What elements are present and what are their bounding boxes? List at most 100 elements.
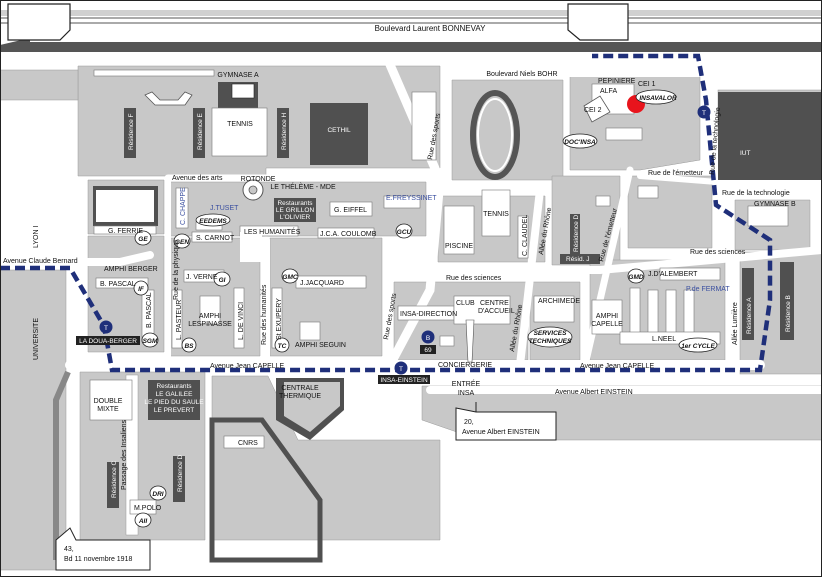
- label-l-pasteur: L. PASTEUR: [176, 300, 183, 340]
- badge-services-tech[interactable]: [527, 326, 573, 348]
- label-b-pascal: B. PASCAL: [100, 281, 136, 288]
- label-residence-f: Résidence F: [128, 113, 135, 150]
- badge-first-cycle[interactable]: [678, 337, 718, 353]
- ferrie-label-bar: [93, 225, 157, 235]
- label-j-tuset: J.TUSET: [210, 205, 239, 212]
- label-bd-bonnevay: Boulevard Laurent BONNEVAY: [375, 24, 487, 33]
- label-residence-e: Résidence E: [197, 112, 204, 150]
- badge-insavalor[interactable]: [635, 89, 677, 105]
- label-rue-technologie-h: Rue de la technologie: [722, 190, 790, 197]
- tram-icon: [394, 361, 408, 375]
- label-centrale-2: THERMIQUE: [279, 393, 321, 400]
- tram-stop-technologie[interactable]: T: [697, 105, 711, 119]
- block-jacquard: [269, 237, 383, 357]
- label-l-neel: L.NEEL: [652, 336, 676, 343]
- address-einstein-street: Avenue Albert EINSTEIN: [462, 429, 540, 436]
- label-cei1: CEI 1: [638, 81, 656, 88]
- tennis-mid: [481, 189, 511, 237]
- restaurants-1-bldg: [274, 198, 316, 222]
- badge-dri[interactable]: [149, 485, 167, 501]
- label-cethil: CETHIL: [327, 127, 351, 134]
- bus-stop-69[interactable]: B 69: [420, 330, 436, 355]
- jacquard: [295, 275, 367, 289]
- services-tech-text-2: TECHNIQUES: [529, 338, 572, 345]
- insavalor-text: INSAVALOR: [639, 95, 677, 102]
- carnot: [191, 231, 233, 243]
- pasteur: [171, 289, 183, 349]
- label-s-carnot: S. CARNOT: [196, 235, 235, 242]
- label-alfa: ALFA: [600, 88, 617, 95]
- tennis-top: [211, 107, 268, 157]
- badge-doc-insa[interactable]: [562, 133, 598, 149]
- label-rotonde: ROTONDE: [241, 176, 276, 183]
- badge-gi[interactable]: [213, 271, 231, 287]
- iut-dark-bldg: [718, 92, 822, 180]
- rotonde-inner: [248, 185, 258, 195]
- badge-gmd[interactable]: [627, 268, 645, 284]
- double-mixte: [89, 379, 133, 421]
- badge-aii[interactable]: [134, 512, 152, 528]
- capelle-bar-1: [629, 287, 641, 335]
- club-accueil: [453, 295, 511, 325]
- bldg-right-white: [411, 91, 437, 161]
- label-bd-bohr: Boulevard Niels BOHR: [486, 71, 557, 78]
- address-bd11-street: Bd 11 novembre 1918: [64, 556, 132, 563]
- tram-stop-doua-berger[interactable]: T LA DOUA-BERGER: [76, 320, 140, 346]
- badge-tc[interactable]: [274, 337, 290, 353]
- label-j-dalembert: J.D'ALEMBERT: [648, 271, 698, 278]
- badge-sgm[interactable]: [141, 332, 159, 348]
- badge-gen-text: GEN: [175, 239, 189, 246]
- road-claude-bernard: [0, 251, 154, 266]
- coulomb: [317, 227, 375, 239]
- label-double-mixte-1: DOUBLE: [94, 398, 123, 405]
- residence-f-bldg: [124, 108, 136, 158]
- residence-c-bldg: [107, 462, 119, 508]
- label-entree-2: INSA: [458, 390, 475, 397]
- label-amphi-lespinasse-2: LESPINASSE: [188, 321, 232, 328]
- label-restaurants-1c: L'OLIVIER: [280, 214, 311, 221]
- doc-insa-bldg: [605, 127, 643, 141]
- label-amphi-lespinasse-1: AMPHI: [199, 313, 221, 320]
- label-residence-d2: Résidence D: [177, 454, 184, 492]
- badge-gen[interactable]: [173, 233, 191, 249]
- capelle-bar-3: [665, 289, 677, 335]
- badge-dri-text: DRI: [152, 491, 163, 498]
- badge-ge[interactable]: [134, 230, 152, 246]
- label-entree-1: ENTRÉE: [452, 379, 481, 388]
- badge-gcu-text: GCU: [397, 229, 412, 236]
- label-residence-d: Résidence D: [573, 214, 580, 252]
- label-centre-accueil-2: D'ACCUEIL: [478, 308, 515, 315]
- pascal-bar: [95, 277, 149, 289]
- doc-insa-text: DOC'INSA: [564, 139, 596, 146]
- label-restaurants-2c: LE PIED DU SAULE: [144, 399, 204, 406]
- label-gymnase-a: GYMNASE A: [217, 72, 259, 79]
- lespinasse: [199, 295, 221, 325]
- badge-eedems[interactable]: [195, 213, 231, 227]
- badge-gcu[interactable]: [395, 223, 413, 239]
- badge-ge-text: GE: [138, 236, 148, 243]
- cethil-bldg: [310, 103, 368, 165]
- residence-d-bldg: [570, 214, 580, 254]
- tram-stop-insa-einstein[interactable]: T INSA-EINSTEIN: [378, 361, 430, 385]
- tram-icon: [697, 105, 711, 119]
- amphi-seguin: [299, 321, 321, 341]
- label-amphi-berger: AMPHI BERGER: [104, 266, 158, 273]
- badge-bs[interactable]: [181, 337, 197, 353]
- bus-line-number: 69: [424, 347, 432, 354]
- label-amphi-capelle-1: AMPHI: [596, 313, 618, 320]
- label-av-des-arts: Avenue des arts: [172, 175, 223, 182]
- tram-symbol-text: T: [702, 110, 706, 117]
- badge-if[interactable]: [133, 280, 149, 296]
- centrale-thermique-inner: [284, 382, 340, 432]
- road-sciences: [426, 246, 822, 274]
- block-top-left: [0, 69, 79, 101]
- residence-h-bldg: [277, 108, 289, 158]
- label-j-verne: J. VERNE: [186, 274, 218, 281]
- dalembert: [659, 267, 721, 281]
- residence-d2-bldg: [173, 456, 185, 502]
- label-jjacquard: J.JACQUARD: [300, 280, 344, 287]
- label-gymnase-b: GYMNASE B: [754, 201, 796, 208]
- bldg-top-strip: [93, 69, 215, 77]
- badge-gmc1[interactable]: [281, 268, 299, 284]
